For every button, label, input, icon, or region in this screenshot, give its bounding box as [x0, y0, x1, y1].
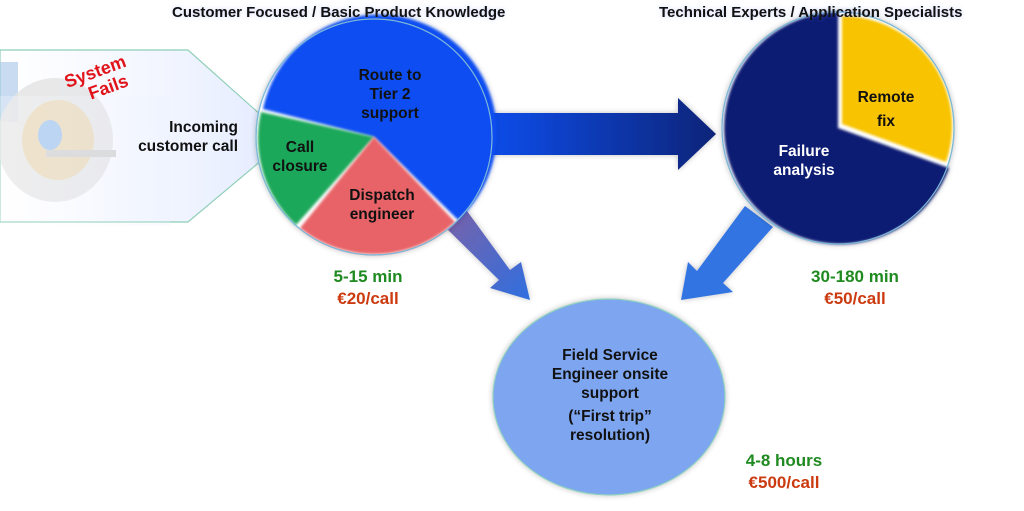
route-line-2: Tier 2 — [369, 86, 411, 103]
field-metrics: 4-8 hours €500/call — [724, 450, 844, 494]
field-line-2: Engineer onsite — [551, 366, 669, 383]
slice-dispatch-engineer — [300, 137, 455, 255]
field-line-1: Field Service — [562, 347, 658, 364]
remote-line-2: fix — [876, 113, 896, 130]
remote-fix-label: Remote fix — [846, 86, 926, 134]
field-line-3: support — [581, 385, 639, 402]
tier2-to-field-arrow — [681, 206, 773, 300]
dispatch-engineer-label: Dispatch engineer — [332, 186, 432, 224]
field-line-4: (“First trip” — [568, 408, 652, 425]
call-closure-label: Call closure — [262, 138, 338, 176]
incoming-call-label: Incoming customer call — [118, 118, 238, 156]
tier1-metrics: 5-15 min €20/call — [318, 266, 418, 310]
route-line-1: Route to — [358, 67, 422, 84]
dispatch-arrow — [443, 211, 530, 300]
tier1-time: 5-15 min — [333, 267, 403, 286]
header-tier1: Customer Focused / Basic Product Knowled… — [172, 4, 506, 21]
tier1-pie — [255, 14, 497, 256]
field-line-5: resolution) — [569, 427, 651, 444]
remote-line-1: Remote — [857, 89, 915, 106]
dispatch-line-1: Dispatch — [349, 187, 415, 204]
tier2-metrics: 30-180 min €50/call — [790, 266, 920, 310]
header-tier2: Technical Experts / Application Speciali… — [659, 4, 963, 21]
tier2-cost: €50/call — [824, 289, 886, 308]
escalate-arrow — [480, 98, 716, 170]
tier1-cost: €20/call — [337, 289, 399, 308]
tier2-pie — [721, 11, 955, 245]
route-line-3: support — [361, 105, 419, 122]
field-time: 4-8 hours — [745, 451, 823, 470]
closure-line-2: closure — [272, 158, 328, 175]
field-cost: €500/call — [748, 473, 820, 492]
field-service-circle — [492, 298, 726, 496]
slice-failure-analysis — [724, 12, 949, 244]
mri-scanner-image — [0, 62, 170, 226]
tier2-time: 30-180 min — [811, 267, 899, 286]
failure-line-1: Failure — [778, 143, 830, 160]
slice-remote-fix — [842, 15, 953, 162]
failure-line-2: analysis — [773, 162, 835, 179]
slice-route-to-tier2 — [263, 14, 497, 220]
failure-analysis-label: Failure analysis — [754, 142, 854, 180]
closure-line-1: Call — [285, 139, 315, 156]
slice-call-closure — [258, 112, 374, 225]
route-to-tier2-label: Route to Tier 2 support — [340, 66, 440, 123]
incoming-line-2: customer call — [138, 138, 238, 155]
field-service-label: Field Service Engineer onsite support (“… — [549, 346, 671, 445]
incoming-line-1: Incoming — [169, 119, 238, 136]
dispatch-line-2: engineer — [349, 206, 415, 223]
